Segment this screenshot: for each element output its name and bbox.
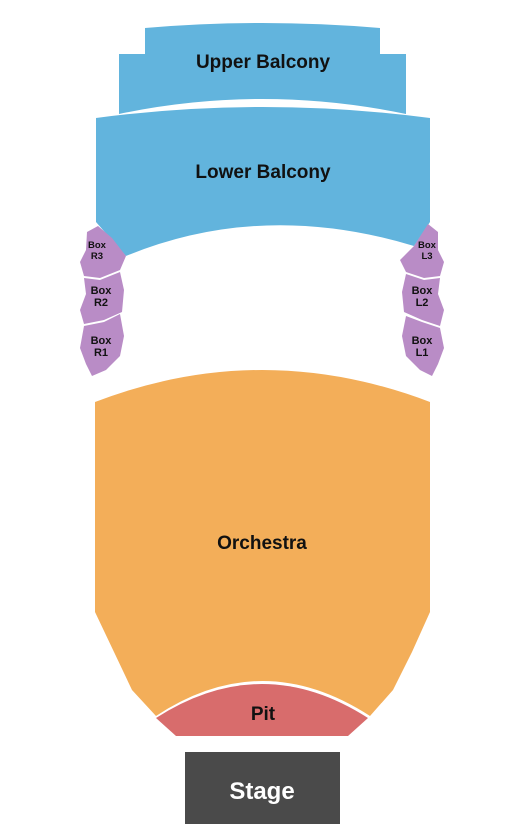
box-l2-shape[interactable] [402,274,444,326]
box-l3-label-bottom: L3 [421,251,432,262]
box-l1[interactable]: Box L1 [402,316,444,376]
section-orchestra[interactable]: Orchestra [95,370,430,716]
box-r1-label-bottom: R1 [94,347,108,359]
upper-balcony-label: Upper Balcony [196,52,331,73]
box-l1-label-bottom: L1 [416,347,429,359]
section-upper-balcony[interactable]: Upper Balcony [119,23,406,114]
box-r3[interactable]: Box R3 [80,226,126,278]
box-r2-shape[interactable] [80,272,124,324]
pit-label: Pit [251,704,276,725]
stage-shape [185,752,340,824]
box-r3-shape[interactable] [80,226,126,278]
box-l2-label-top: Box [412,285,434,297]
box-r3-label-top: Box [88,240,107,251]
box-r1[interactable]: Box R1 [80,314,124,376]
box-l1-label-top: Box [412,335,434,347]
lower-balcony-shape[interactable] [96,107,430,256]
box-r2[interactable]: Box R2 [80,272,124,324]
box-l1-shape[interactable] [402,316,444,376]
box-r1-label-top: Box [91,335,113,347]
box-r2-label-bottom: R2 [94,297,108,309]
upper-balcony-shape[interactable] [119,23,406,114]
box-r1-shape[interactable] [80,314,124,376]
box-l3-shape[interactable] [400,224,444,278]
section-pit[interactable]: Pit [156,684,368,736]
lower-balcony-label: Lower Balcony [195,162,331,183]
orchestra-shape[interactable] [95,370,430,716]
box-l3[interactable]: Box L3 [400,224,444,278]
stage: Stage [185,752,340,824]
pit-shape[interactable] [156,684,368,736]
orchestra-label: Orchestra [217,533,307,554]
box-r2-label-top: Box [91,285,113,297]
box-l2-label-bottom: L2 [416,297,429,309]
box-l2[interactable]: Box L2 [402,274,444,326]
section-lower-balcony[interactable]: Lower Balcony [96,107,430,256]
box-r3-label-bottom: R3 [91,251,103,262]
box-l3-label-top: Box [418,240,437,251]
stage-label: Stage [229,778,294,805]
